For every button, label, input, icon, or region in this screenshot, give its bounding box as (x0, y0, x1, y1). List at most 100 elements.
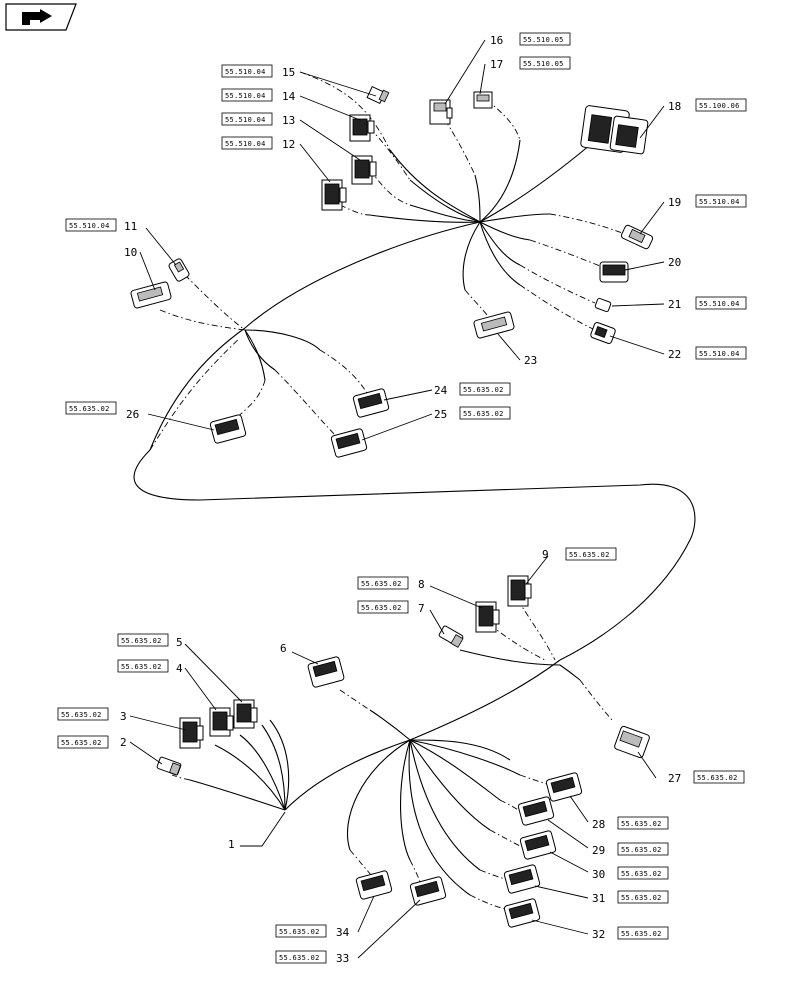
connector-4 (209, 707, 234, 737)
connector-29 (517, 796, 555, 826)
connector-3 (179, 717, 204, 749)
connector-22 (590, 322, 616, 344)
item-number: 34 (336, 926, 350, 939)
reference-code: 55.510.04 (69, 222, 110, 230)
left-hub-wires (159, 274, 371, 441)
reference-code: 55.635.02 (621, 820, 662, 828)
connector-27 (614, 725, 650, 759)
reference-code: 55.635.02 (621, 846, 662, 854)
reference-code: 55.635.02 (61, 711, 102, 719)
item-number: 23 (524, 354, 537, 367)
item-number: 15 (282, 66, 295, 79)
item-number: 14 (282, 90, 296, 103)
reference-code: 55.635.02 (569, 551, 610, 559)
reference-code: 55.510.04 (225, 92, 266, 100)
reference-code: 55.510.04 (699, 300, 740, 308)
connector-24 (352, 388, 390, 418)
connector-12 (321, 179, 347, 211)
connector-33 (409, 876, 447, 906)
item-number: 17 (490, 58, 503, 71)
reference-code: 55.100.06 (699, 102, 740, 110)
reference-code: 55.635.02 (621, 894, 662, 902)
connector-13 (351, 155, 377, 185)
item-number: 1 (228, 838, 235, 851)
connector-17 (473, 91, 493, 109)
reference-code: 55.510.04 (699, 350, 740, 358)
item-number: 18 (668, 100, 681, 113)
item-number: 31 (592, 892, 605, 905)
connector-10 (130, 281, 172, 309)
reference-code: 55.635.02 (463, 386, 504, 394)
item-number: 11 (124, 220, 137, 233)
item-number: 32 (592, 928, 605, 941)
reference-code: 55.510.05 (523, 36, 564, 44)
connector-9 (507, 575, 532, 607)
connector-7 (438, 625, 464, 648)
item-number: 29 (592, 844, 605, 857)
connector-15 (366, 85, 390, 105)
reference-code: 55.635.02 (279, 954, 320, 962)
item-number: 10 (124, 246, 137, 259)
item-number: 30 (592, 868, 605, 881)
reference-code: 55.635.02 (69, 405, 110, 413)
reference-code: 55.635.02 (279, 928, 320, 936)
leader-lines (129, 39, 665, 959)
item-number: 19 (668, 196, 681, 209)
reference-code: 55.635.02 (621, 930, 662, 938)
connector-20 (599, 261, 629, 283)
connector-21 (594, 297, 612, 313)
item-number: 16 (490, 34, 503, 47)
reference-code: 55.510.04 (225, 68, 266, 76)
connector-19 (620, 224, 654, 250)
lower-harness-wires (171, 599, 613, 911)
item-number: 26 (126, 408, 139, 421)
reference-code: 55.635.02 (361, 604, 402, 612)
item-number: 5 (176, 636, 183, 649)
connectors (130, 85, 654, 928)
reference-code: 55.635.02 (463, 410, 504, 418)
connector-2 (156, 756, 182, 776)
item-number: 20 (668, 256, 681, 269)
connector-6 (307, 656, 345, 688)
reference-code: 55.510.04 (225, 140, 266, 148)
item-number-labels: 1 2 3 4 5 6 7 8 9 10 11 12 13 14 15 16 1… (120, 34, 681, 965)
navigation-arrow-icon[interactable] (5, 3, 77, 31)
item-number: 2 (120, 736, 127, 749)
item-number: 6 (280, 642, 287, 655)
connector-8 (475, 601, 500, 633)
reference-code: 55.635.02 (361, 580, 402, 588)
item-number: 3 (120, 710, 127, 723)
reference-code: 55.510.05 (523, 60, 564, 68)
item-number: 13 (282, 114, 295, 127)
reference-code: 55.635.02 (621, 870, 662, 878)
connector-32 (503, 898, 541, 928)
connector-31 (503, 864, 541, 894)
connector-11 (168, 258, 190, 282)
connector-23 (473, 311, 515, 339)
item-number: 4 (176, 662, 183, 675)
reference-code: 55.635.02 (697, 774, 738, 782)
connector-26 (209, 414, 247, 444)
reference-code: 55.635.02 (121, 637, 162, 645)
item-number: 7 (418, 602, 425, 615)
connector-14 (349, 114, 375, 142)
item-number: 12 (282, 138, 295, 151)
connector-18 (580, 105, 649, 155)
item-number: 25 (434, 408, 447, 421)
connector-16 (429, 99, 453, 125)
reference-code: 55.635.02 (61, 739, 102, 747)
reference-code: 55.510.04 (699, 198, 740, 206)
reference-code: 55.635.02 (121, 663, 162, 671)
item-number: 8 (418, 578, 425, 591)
item-number: 27 (668, 772, 681, 785)
item-number: 22 (668, 348, 681, 361)
reference-code: 55.510.04 (225, 116, 266, 124)
reference-boxes[interactable]: 55.635.02 55.635.02 55.635.02 55.635.02 … (57, 32, 747, 964)
item-number: 21 (668, 298, 681, 311)
connector-28 (545, 772, 583, 802)
connector-34 (355, 870, 393, 900)
item-number: 28 (592, 818, 605, 831)
connector-30 (519, 830, 557, 860)
item-number: 24 (434, 384, 448, 397)
